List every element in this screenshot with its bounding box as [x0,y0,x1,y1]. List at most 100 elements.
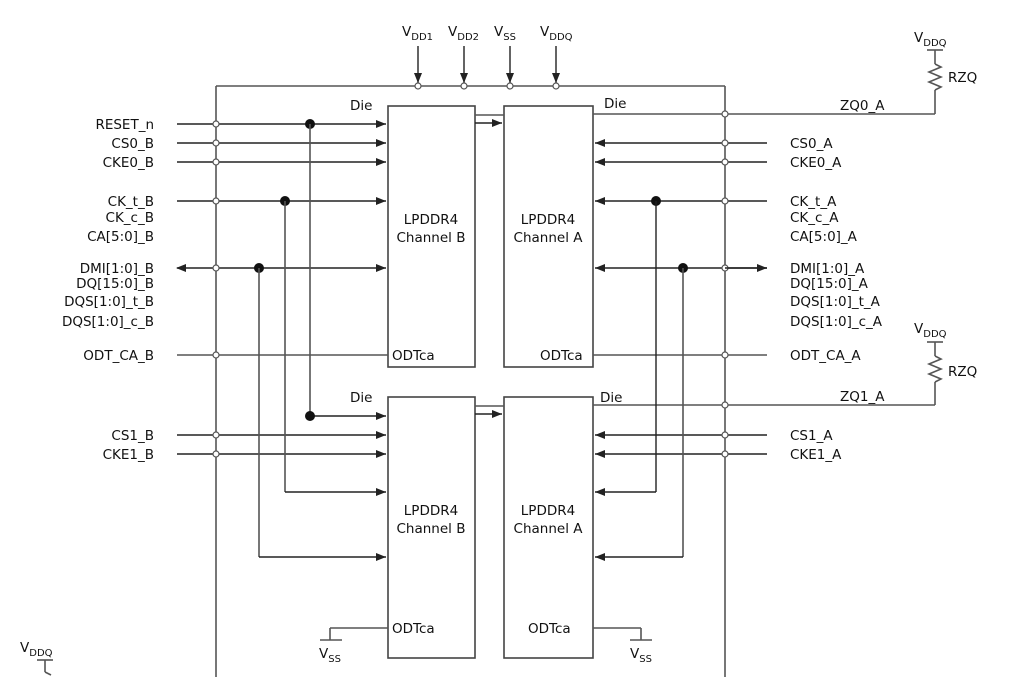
channel-a-title: LPDDR4 [521,212,575,228]
supply-label-main: V [540,24,550,40]
supply-label: VSS [494,24,516,43]
right-signal-label: ZQ0_A [840,98,885,114]
channel-a-subtitle: Channel A [514,521,584,537]
pin-node [721,110,729,118]
pin-node [414,82,422,90]
supply-label-sub: DDQ [549,32,572,43]
resistor-icon [926,63,944,91]
supply-label-main: V [448,24,458,40]
rzq-label: RZQ [948,70,977,86]
right-signal-label: ZQ1_A [840,389,885,405]
left-signal-label: DQ[15:0]_B [76,276,154,292]
die-channel-a [503,396,594,659]
channel-b-title: LPDDR4 [404,503,458,519]
vddq-label: VDDQ [20,640,53,659]
channel-a-subtitle: Channel A [514,230,584,246]
left-signal-label: DQS[1:0]_c_B [62,314,154,330]
right-signal-label: DQS[1:0]_c_A [790,314,883,330]
pin-node [506,82,514,90]
pin-node [212,197,220,205]
vss-label-sub: SS [328,654,341,665]
junction-dot [305,411,315,421]
die-channel-a [503,105,594,368]
pin-node [212,158,220,166]
pin-node [212,431,220,439]
vddq-label-sub: DDQ [923,38,946,49]
right-signal-label: DQS[1:0]_t_A [790,294,881,310]
right-signal-label: CS0_A [790,136,833,152]
pin-node [212,139,220,147]
pin-node [721,351,729,359]
die-label: Die [600,390,622,406]
channel-a-title: LPDDR4 [521,503,575,519]
resistor-icon [926,355,944,383]
odtca-label: ODTca [392,621,435,637]
die-channel-b [387,105,476,368]
channel-b-title: LPDDR4 [404,212,458,228]
supply-label: VDD2 [448,24,479,43]
supply-label-sub: SS [503,32,516,43]
vss-label: VSS [319,646,341,665]
vddq-label: VDDQ [914,30,947,49]
die-label: Die [350,98,372,114]
pin-node [212,351,220,359]
right-signal-label: DMI[1:0]_A [790,261,865,277]
supply-label-sub: DD1 [411,32,433,43]
supply-label: VDDQ [540,24,573,43]
supply-label: VDD1 [402,24,433,43]
pin-node [212,450,220,458]
vddq-label-main: V [914,30,924,46]
pin-node [721,401,729,409]
left-signal-label: RESET_n [95,117,154,133]
right-signal-label: CKE0_A [790,155,842,171]
channel-b-subtitle: Channel B [397,521,466,537]
vddq-label-sub: DDQ [29,648,52,659]
left-signal-label: DQS[1:0]_t_B [64,294,154,310]
right-signal-label: CKE1_A [790,447,842,463]
die-label: Die [604,96,626,112]
resistor-icon [44,671,52,676]
vddq-label-main: V [914,321,924,337]
pin-node [721,139,729,147]
pin-node [552,82,560,90]
supply-label-main: V [402,24,412,40]
pin-node [721,450,729,458]
odtca-label: ODTca [540,348,583,364]
left-signal-label: CS1_B [111,428,154,444]
left-signal-label: CKE1_B [103,447,154,463]
left-signal-label: ODT_CA_B [83,348,154,364]
right-signal-label: CS1_A [790,428,833,444]
right-signal-label: CK_t_A [790,194,837,210]
bidir-arrow-left [176,264,186,272]
die-channel-b [387,396,476,659]
left-signal-label: CK_t_B [108,194,154,210]
left-signal-label: CS0_B [111,136,154,152]
pin-node [460,82,468,90]
pin-node [212,120,220,128]
left-signal-label: CK_c_B [106,210,154,226]
vddq-label: VDDQ [914,321,947,340]
supply-label-main: V [494,24,504,40]
odtca-label: ODTca [528,621,571,637]
pin-node [721,431,729,439]
left-signal-label: CKE0_B [103,155,154,171]
pin-node [212,264,220,272]
die-label: Die [350,390,372,406]
vddq-label-sub: DDQ [923,329,946,340]
right-signal-label: CA[5:0]_A [790,229,858,245]
right-signal-label: ODT_CA_A [790,348,861,364]
pin-node [721,197,729,205]
right-signal-label: CK_c_A [790,210,839,226]
right-signal-label: DQ[15:0]_A [790,276,869,292]
vddq-label-main: V [20,640,30,656]
vss-label-main: V [630,646,640,662]
vss-label-main: V [319,646,329,662]
rzq-label: RZQ [948,364,977,380]
vss-label-sub: SS [639,654,652,665]
left-signal-label: DMI[1:0]_B [80,261,154,277]
vss-label: VSS [630,646,652,665]
pin-node [721,158,729,166]
odtca-label: ODTca [392,348,435,364]
channel-b-subtitle: Channel B [397,230,466,246]
